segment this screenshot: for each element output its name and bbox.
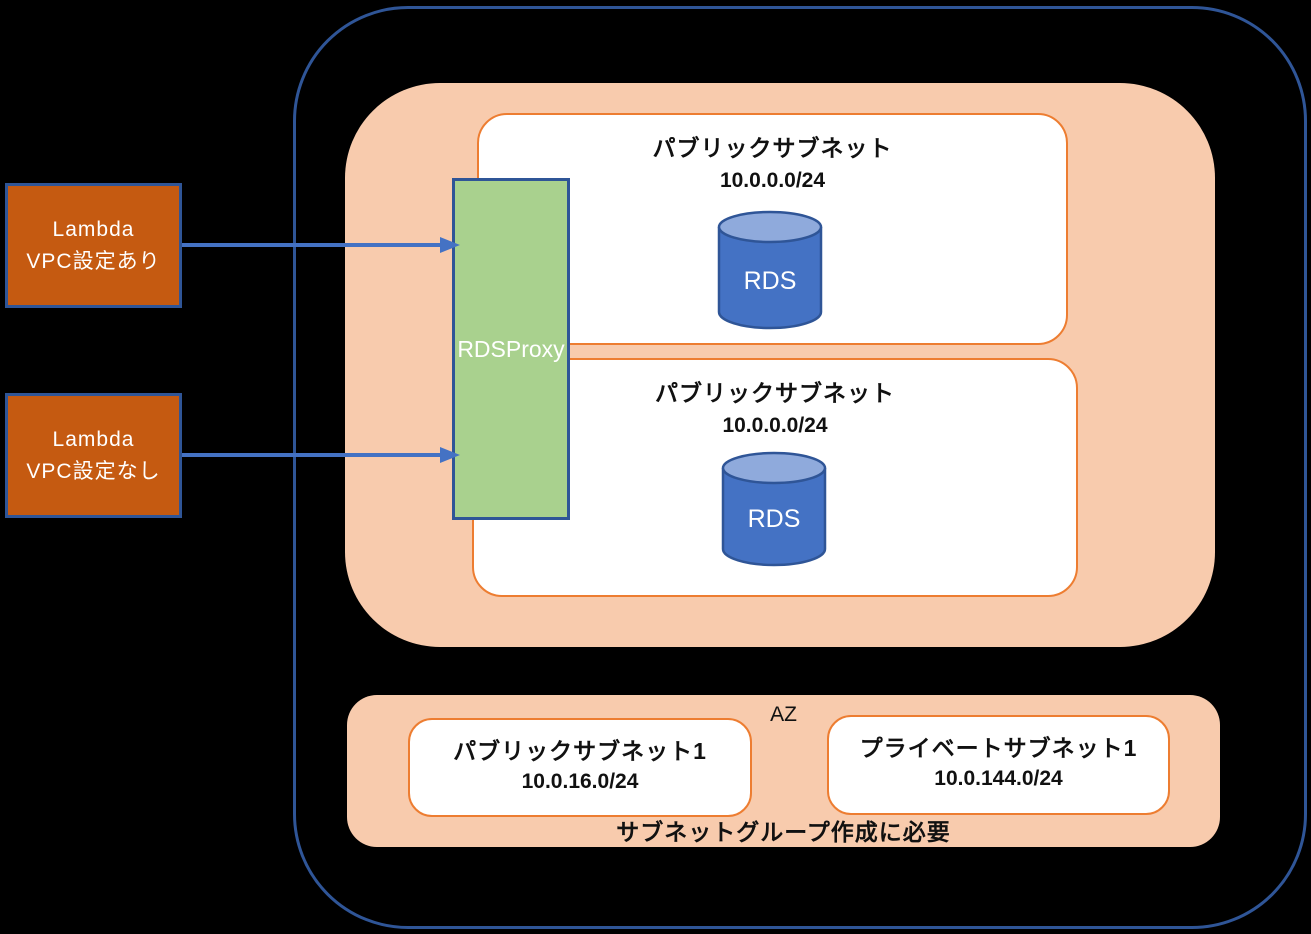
lambda-vpc-enabled-box: Lambda VPC設定あり bbox=[5, 183, 182, 308]
public-subnet-box-2: パブリックサブネット 10.0.0.0/24 RDS bbox=[472, 358, 1078, 597]
az-group-container: AZ パブリックサブネット1 10.0.16.0/24 プライベートサブネット1… bbox=[347, 695, 1220, 847]
subnet-title: パブリックサブネット1 bbox=[453, 738, 707, 764]
database-cylinder-icon bbox=[721, 451, 827, 567]
vpc-boundary-outline bbox=[293, 6, 1307, 929]
subnet-title: プライベートサブネット1 bbox=[859, 735, 1138, 761]
lambda-sublabel: VPC設定あり bbox=[26, 249, 161, 273]
arrow-right-icon bbox=[182, 447, 460, 463]
lambda-label: Lambda bbox=[52, 217, 135, 241]
database-cylinder-icon bbox=[717, 210, 823, 330]
subnet-cidr: 10.0.0.0/24 bbox=[722, 414, 828, 437]
subnet-title: パブリックサブネット bbox=[652, 135, 893, 161]
arrow-right-icon bbox=[182, 237, 460, 253]
subnet-cidr: 10.0.16.0/24 bbox=[521, 770, 639, 793]
public-subnet-box-1: パブリックサブネット 10.0.0.0/24 RDS bbox=[477, 113, 1068, 345]
subnet-group-caption: サブネットグループ作成に必要 bbox=[616, 819, 951, 845]
lambda-vpc-disabled-box: Lambda VPC設定なし bbox=[5, 393, 182, 518]
lambda-sublabel: VPC設定なし bbox=[26, 459, 161, 483]
lambda-label: Lambda bbox=[52, 427, 135, 451]
rds-proxy-box: RDSProxy bbox=[452, 178, 570, 520]
subnet-cidr: 10.0.144.0/24 bbox=[934, 767, 1063, 790]
private-subnet1-box: プライベートサブネット1 10.0.144.0/24 bbox=[827, 715, 1170, 815]
subnet-cidr: 10.0.0.0/24 bbox=[719, 169, 826, 192]
rds-database-shape: RDS bbox=[721, 450, 827, 567]
rds-database-shape: RDS bbox=[717, 209, 823, 331]
public-subnet1-box: パブリックサブネット1 10.0.16.0/24 bbox=[408, 718, 752, 817]
rds-label: RDS bbox=[743, 266, 797, 295]
subnet-title: パブリックサブネット bbox=[655, 380, 895, 406]
rds-proxy-label: RDSProxy bbox=[457, 335, 565, 362]
rds-label: RDS bbox=[747, 505, 801, 533]
